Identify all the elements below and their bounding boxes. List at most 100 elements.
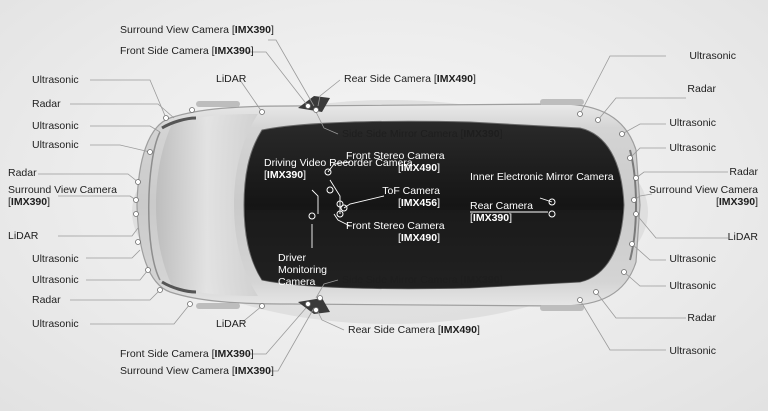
label-rear-camera: Rear CameraIMX390 [470, 200, 533, 224]
sensor-dot-front-10 [187, 301, 193, 307]
sensor-dot-rear-2 [595, 117, 601, 123]
leader-left-ultra-1 [90, 79, 167, 119]
leader-left-lidar [58, 227, 139, 237]
label-bottom-surround-view-camera: Surround View Camera IMX390 [120, 365, 274, 377]
sensor-dot-in-stereo-a [336, 200, 344, 208]
label-front-stereo-camera-1: Front Stereo CameraIMX490 [346, 150, 445, 174]
leader-in-cluster [329, 179, 341, 214]
leader-right-lidar [635, 213, 728, 239]
label-left-ultrasonic-2: Ultrasonic [32, 120, 79, 132]
label-bottom-side-mirror-camera: Side Side Mirror Camera IMX390 [342, 274, 503, 286]
label-left-surround-view-camera: Surround View CameraIMX390 [8, 184, 117, 208]
label-bottom-rear-side-camera: Rear Side Camera IMX490 [348, 324, 480, 336]
label-right-radar-3: Radar [687, 312, 716, 324]
leader-top-lidar [239, 79, 263, 113]
sensor-dot-top-lidar [259, 109, 265, 115]
car-hood [156, 114, 258, 296]
leader-bot-ssm [315, 279, 339, 299]
label-right-radar-1: Radar [687, 83, 716, 95]
leader-top-rs [317, 79, 341, 107]
sensor-dot-front-5 [133, 197, 139, 203]
sensor-dot-rear-5 [633, 175, 639, 181]
leader-in-dvr [311, 189, 319, 214]
leader-top-fs [246, 51, 309, 107]
label-tof-camera: ToF CameraIMX456 [370, 185, 440, 209]
leader-in-fstereo2 [333, 213, 351, 227]
label-top-surround-view-camera: Surround View Camera IMX390 [120, 24, 274, 36]
sensor-dot-rear-8 [629, 241, 635, 247]
label-left-ultrasonic-1: Ultrasonic [32, 74, 79, 86]
wheel-rear-bottom [540, 305, 584, 311]
label-top-side-mirror-camera: Side Side Mirror Camera IMX390 [342, 128, 503, 140]
label-left-radar-2: Radar [8, 167, 37, 179]
leader-top-sv [268, 39, 315, 107]
label-left-lidar: LiDAR [8, 230, 39, 242]
leader-left-radar-2 [38, 173, 139, 183]
leader-left-radar-1 [70, 103, 175, 119]
label-left-radar-3: Radar [32, 294, 61, 306]
label-right-ultrasonic-2: Ultrasonic [669, 117, 716, 129]
sensor-dot-front-3 [147, 149, 153, 155]
sensor-dot-rear-11 [577, 297, 583, 303]
sensor-dot-rear-4 [627, 155, 633, 161]
leader-bot-rs [317, 311, 345, 331]
leader-right-radar-1 [597, 97, 686, 121]
sensor-dot-rear-9 [621, 269, 627, 275]
leader-right-ultra-5 [623, 271, 666, 287]
label-right-ultrasonic-6: Ultrasonic [669, 345, 716, 357]
leader-bot-lidar [239, 305, 263, 325]
label-left-ultrasonic-3: Ultrasonic [32, 139, 79, 151]
wheel-rear-top [540, 99, 584, 105]
wheel-front-bottom [196, 303, 240, 309]
leader-bot-fs [246, 307, 307, 355]
sensor-dot-in-mirror [548, 198, 556, 206]
leader-right-ultra-4 [631, 243, 666, 261]
label-top-front-side-camera: Front Side Camera IMX390 [120, 45, 254, 57]
sensor-dot-in-tof [340, 204, 348, 212]
sensor-dot-rear-1 [577, 111, 583, 117]
leader-right-radar-3 [595, 291, 686, 319]
leader-bot-sv [268, 307, 315, 372]
label-left-radar-1: Radar [32, 98, 61, 110]
sensor-dot-rear-7 [633, 211, 639, 217]
sensor-dot-front-6 [133, 211, 139, 217]
sensor-dot-bot-mirror-2 [313, 307, 319, 313]
wheel-front-top [196, 101, 240, 107]
leader-left-ultra-4 [86, 249, 141, 259]
label-left-ultrasonic-6: Ultrasonic [32, 318, 79, 330]
leader-left-ultra-6 [90, 303, 191, 325]
rear-light [629, 149, 637, 261]
sensor-dot-in-stereo-b [336, 210, 344, 218]
leader-right-radar-2 [635, 171, 728, 179]
sensor-dot-in-cluster [326, 186, 334, 194]
label-right-surround-view-camera: Surround View CameraIMX390 [649, 184, 758, 208]
leader-right-ultra-1 [579, 55, 666, 115]
sensor-dot-front-1 [163, 115, 169, 121]
label-top-rear-side-camera: Rear Side Camera IMX490 [344, 73, 476, 85]
leader-left-ultra-5 [86, 269, 149, 281]
label-inner-electronic-mirror-camera: Inner Electronic Mirror Camera [470, 171, 614, 183]
sensor-dot-top-mirror-2 [313, 107, 319, 113]
sensor-dot-bot-mirror-3 [317, 295, 323, 301]
label-right-ultrasonic-3: Ultrasonic [669, 142, 716, 154]
sensor-dot-bot-mirror-1 [305, 301, 311, 307]
leader-left-radar-3 [70, 289, 161, 301]
label-right-ultrasonic-1: Ultrasonic [689, 50, 736, 62]
label-left-ultrasonic-4: Ultrasonic [32, 253, 79, 265]
label-right-radar-2: Radar [729, 166, 758, 178]
leader-right-ultra-6 [579, 299, 666, 351]
label-front-stereo-camera-2: Front Stereo CameraIMX490 [346, 220, 445, 244]
leader-top-ssm [315, 111, 339, 135]
sensor-dot-rear-3 [619, 131, 625, 137]
label-left-ultrasonic-5: Ultrasonic [32, 274, 79, 286]
headlight-top [161, 116, 197, 130]
leader-in-mirror [539, 197, 553, 203]
sensor-dot-front-9 [157, 287, 163, 293]
sensor-dot-rear-6 [631, 197, 637, 203]
roof-reflection [246, 210, 622, 289]
label-right-ultrasonic-5: Ultrasonic [669, 280, 716, 292]
leader-right-ultra-2 [621, 123, 666, 135]
sensor-dot-rear-10 [593, 289, 599, 295]
